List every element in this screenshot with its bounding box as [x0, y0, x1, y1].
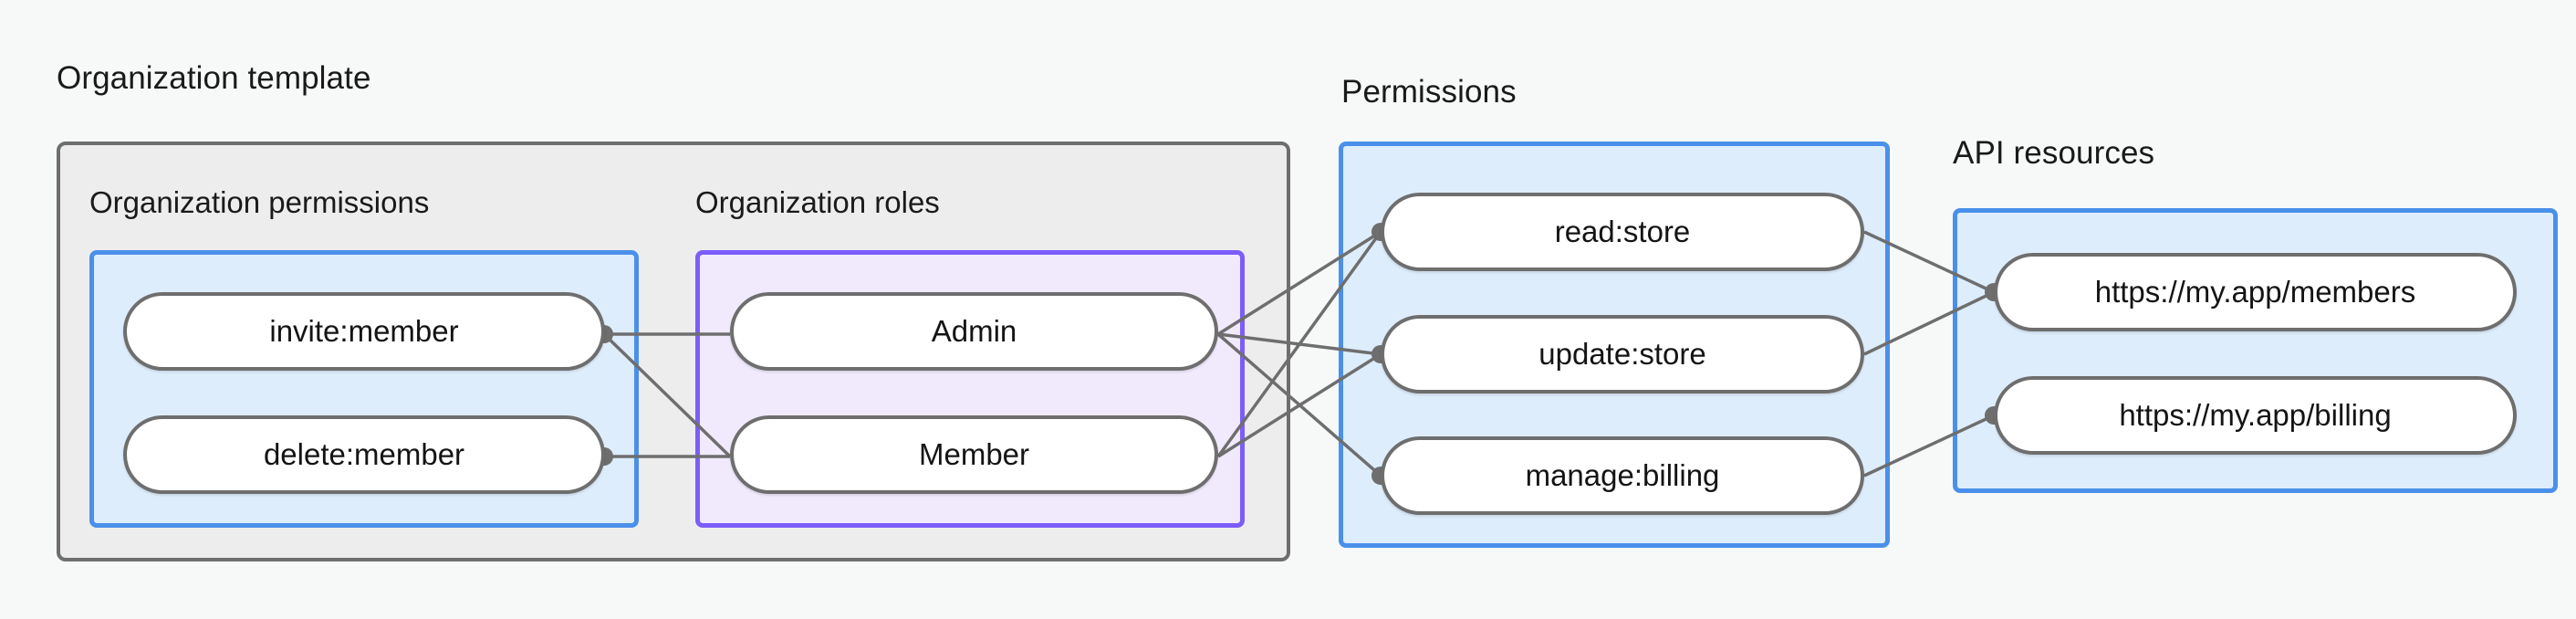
node-member[interactable]: Member: [730, 415, 1218, 494]
group-title-permissions: Permissions: [1341, 74, 1517, 110]
node-admin[interactable]: Admin: [730, 292, 1218, 371]
group-title-organization-template: Organization template: [57, 60, 371, 96]
node-update-store[interactable]: update:store: [1381, 315, 1864, 393]
node-invite-member[interactable]: invite:member: [123, 292, 605, 371]
subgroup-title-organization-roles: Organization roles: [695, 185, 940, 219]
node-read-store[interactable]: read:store: [1381, 193, 1864, 271]
node-manage-billing[interactable]: manage:billing: [1381, 436, 1864, 515]
node-billing-resource[interactable]: https://my.app/billing: [1994, 376, 2517, 455]
node-members-resource[interactable]: https://my.app/members: [1994, 253, 2517, 331]
group-title-api-resources: API resources: [1953, 135, 2155, 171]
subgroup-title-organization-permissions: Organization permissions: [89, 185, 430, 219]
node-delete-member[interactable]: delete:member: [123, 415, 605, 494]
